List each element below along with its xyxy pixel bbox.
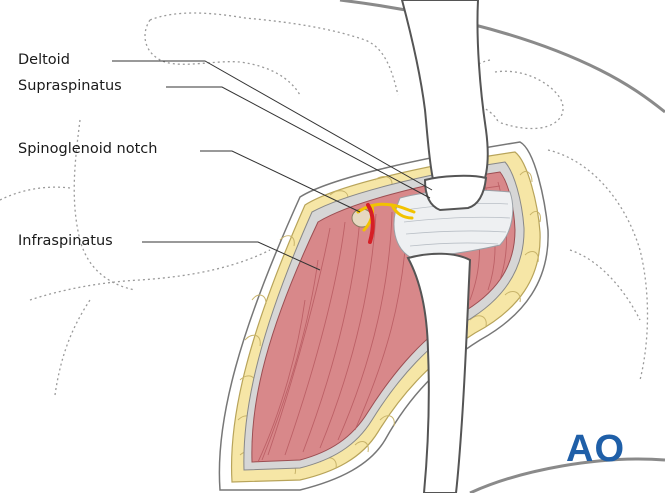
leader-lines: [112, 60, 433, 271]
leader-infraspinatus: [142, 241, 321, 271]
label-infraspinatus: Infraspinatus: [18, 233, 113, 249]
leader-spinoglenoid: [200, 150, 361, 213]
leader-deltoid: [112, 60, 433, 191]
lower-retractor: [406, 252, 472, 493]
leader-supraspinatus: [166, 86, 431, 199]
label-deltoid: Deltoid: [18, 52, 70, 68]
bone-outline-dotted: [0, 12, 649, 396]
label-spinoglenoid-notch: Spinoglenoid notch: [18, 141, 158, 157]
suprascapular-artery: [366, 203, 375, 244]
body-contour: [339, 0, 665, 493]
label-supraspinatus: Supraspinatus: [18, 78, 122, 94]
ao-logo: AO: [566, 428, 625, 470]
upper-retractor-blade: [423, 174, 488, 212]
